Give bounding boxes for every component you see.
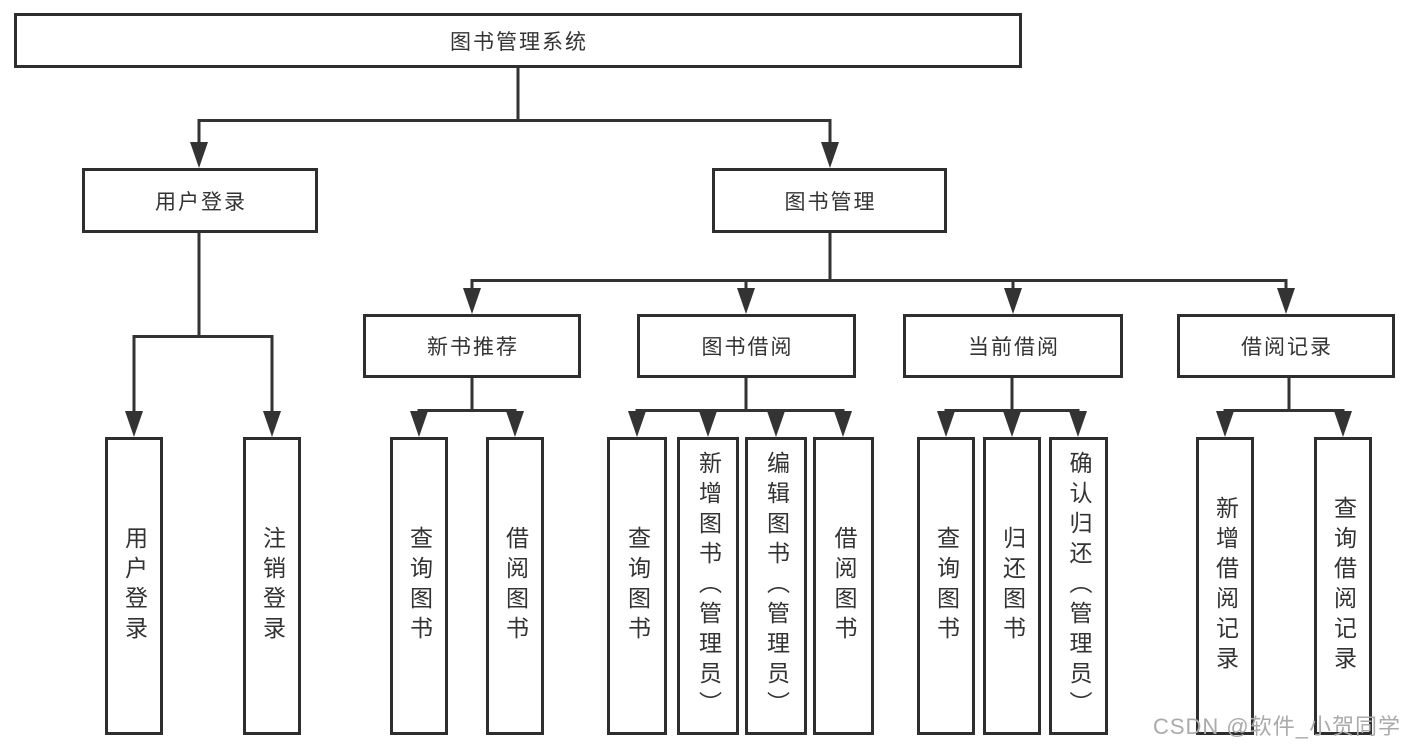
node-label: 新增图书（管理员） (695, 451, 722, 721)
node-label: 借阅图书 (502, 526, 529, 646)
leaf-edit-book-admin: 编辑图书（管理员） (745, 437, 807, 735)
leaf-return-book: 归还图书 (983, 437, 1041, 735)
node-label: 查询图书 (933, 526, 960, 646)
node-label: 用户登录 (155, 190, 247, 214)
node-label: 确认归还（管理员） (1066, 451, 1092, 721)
node-label: 借阅图书 (831, 526, 857, 646)
leaf-query-books-current: 查询图书 (917, 437, 975, 735)
node-label: 归还图书 (999, 526, 1026, 646)
csdn-watermark: CSDN @软件_小贺同学 (1152, 714, 1401, 739)
node-label: 借阅记录 (1241, 336, 1333, 359)
node-label: 图书管理 (784, 190, 877, 214)
node-label: 新增借阅记录 (1212, 496, 1239, 676)
leaf-add-borrow-record: 新增借阅记录 (1196, 437, 1254, 735)
node-current-borrowing: 当前借阅 (903, 314, 1123, 378)
node-book-management: 图书管理 (712, 168, 947, 233)
leaf-user-login: 用户登录 (105, 437, 163, 735)
node-label: 查询图书 (406, 526, 433, 646)
node-new-book-recommendation: 新书推荐 (363, 314, 581, 378)
leaf-query-books-recommend: 查询图书 (390, 437, 448, 735)
leaf-query-borrow-record: 查询借阅记录 (1314, 437, 1372, 735)
leaf-borrow-books-recommend: 借阅图书 (486, 437, 544, 735)
node-label: 编辑图书（管理员） (763, 451, 790, 721)
leaf-logout: 注销登录 (243, 437, 301, 735)
node-label: 查询借阅记录 (1330, 496, 1357, 676)
node-borrowing-records: 借阅记录 (1177, 314, 1395, 378)
leaf-borrow-books-borrowing: 借阅图书 (813, 437, 874, 735)
node-label: 图书借阅 (701, 336, 794, 359)
leaf-add-book-admin: 新增图书（管理员） (677, 437, 739, 735)
node-label: 当前借阅 (968, 336, 1060, 359)
node-label: 查询图书 (624, 526, 651, 646)
node-label: 新书推荐 (427, 336, 519, 359)
node-label: 用户登录 (121, 526, 148, 646)
node-label: 图书管理系统 (450, 30, 588, 54)
node-book-borrowing: 图书借阅 (637, 314, 856, 378)
node-library-management-system: 图书管理系统 (14, 13, 1022, 68)
leaf-query-books-borrowing: 查询图书 (607, 437, 667, 735)
node-user-login: 用户登录 (82, 168, 318, 233)
node-label: 注销登录 (259, 526, 286, 646)
leaf-confirm-return-admin: 确认归还（管理员） (1049, 437, 1108, 735)
